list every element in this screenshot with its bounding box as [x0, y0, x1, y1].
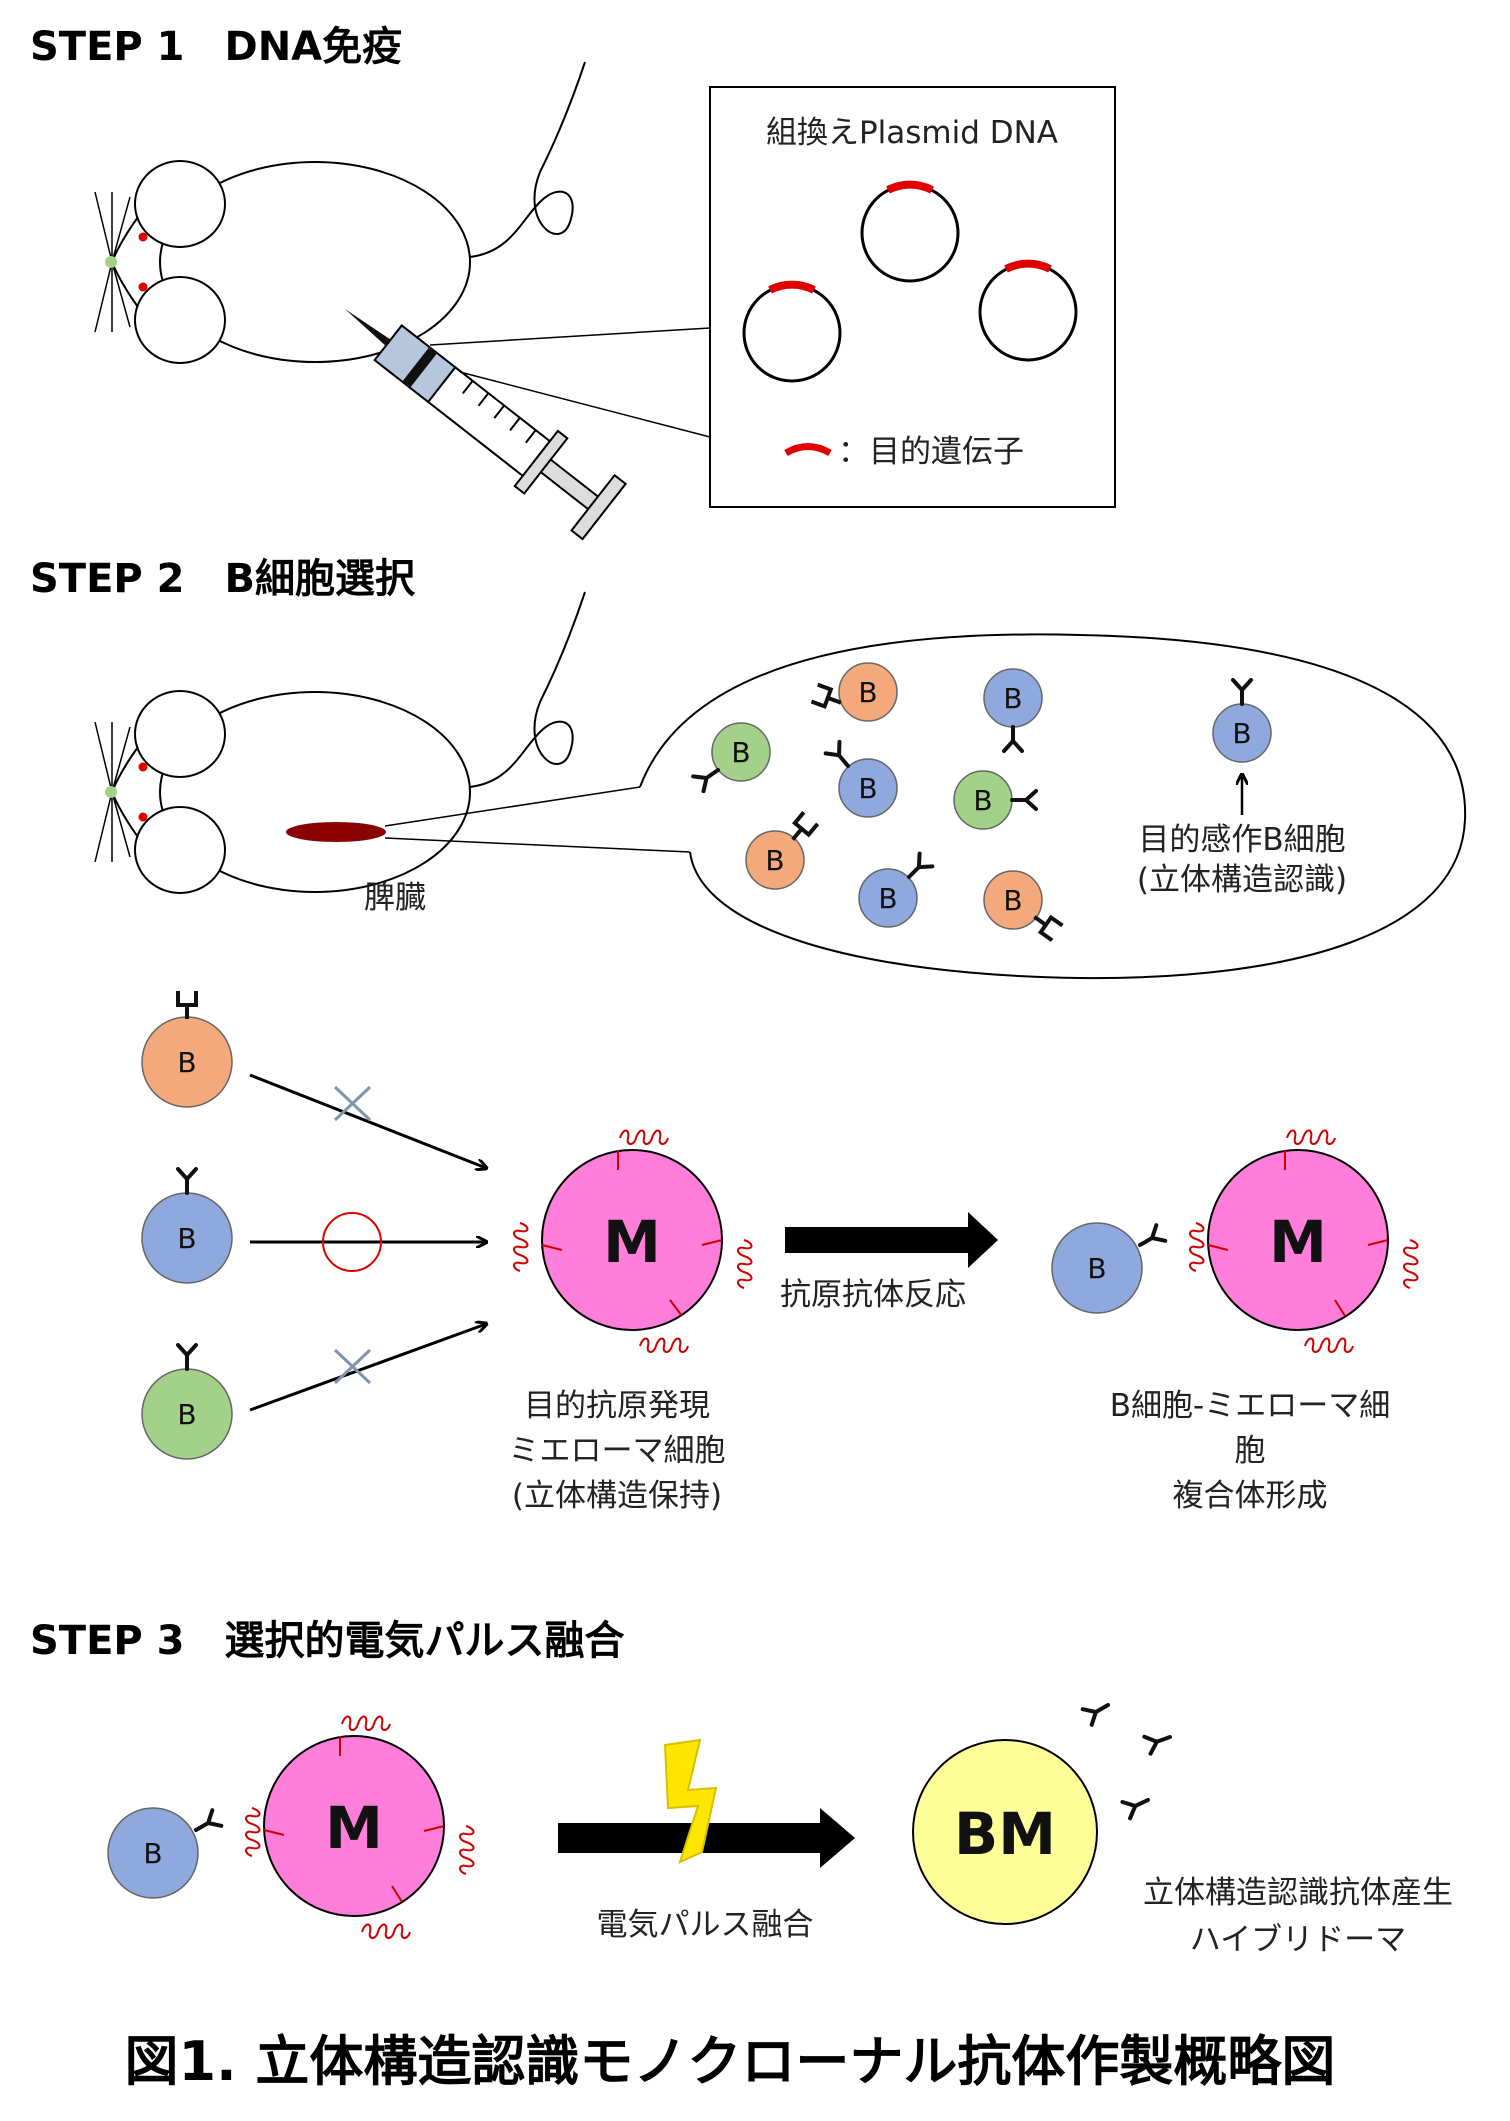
reaction-label: 抗原抗体反応 [780, 1277, 966, 1313]
myeloma-label-2: ミエローマ細胞 [509, 1433, 726, 1469]
step3-title: STEP 3 選択的電気パルス融合 [30, 1618, 625, 1664]
plasmid-icon [742, 280, 842, 383]
plasmid-icon [860, 180, 960, 283]
svg-text:B: B [1003, 884, 1022, 917]
b-myeloma-complex-step3: M B [107, 1715, 475, 1939]
mouse-step1 [94, 61, 586, 364]
syringe-icon [344, 308, 628, 541]
antibody-icon [1120, 1789, 1154, 1821]
target-gene-legend: ：目的遺伝子 [838, 434, 1024, 470]
complex-label-3: 複合体形成 [1173, 1478, 1328, 1514]
b-cell: B [858, 854, 932, 928]
step1-title: STEP 1 DNA免疫 [30, 24, 402, 70]
svg-text:B: B [1003, 682, 1022, 715]
b-cell-orange: B [141, 991, 233, 1108]
cross-mark-icon [333, 1085, 372, 1122]
svg-text:B: B [731, 736, 750, 769]
svg-text:B: B [858, 772, 877, 805]
svg-text:M: M [325, 1794, 383, 1862]
circle-mark-icon [322, 1212, 382, 1272]
arrow-orange-rejected [249, 1073, 486, 1168]
cross-mark-icon [333, 1348, 372, 1385]
b-cell: B [983, 870, 1063, 942]
svg-text:B: B [1087, 1252, 1106, 1285]
b-cell-green: B [141, 1343, 233, 1460]
plasmid-box [709, 86, 1116, 508]
spleen-label: 脾臓 [364, 880, 426, 916]
target-b-cell: B [1212, 678, 1272, 763]
zoom-bubble [639, 633, 1467, 980]
b-cell: B [691, 722, 771, 794]
target-cell-label-2: (立体構造認識) [1137, 862, 1347, 898]
svg-text:B: B [973, 784, 992, 817]
figure-caption: 図1. 立体構造認識モノクローナル抗体作製概略図 [125, 2030, 1336, 2093]
svg-text:M: M [1269, 1208, 1327, 1276]
target-cell-label-1: 目的感作B細胞 [1138, 822, 1345, 858]
svg-text:BM: BM [954, 1800, 1056, 1868]
b-cell: B [811, 662, 898, 722]
b-cell: B [745, 811, 819, 890]
spleen-icon [286, 822, 386, 842]
svg-text:B: B [177, 1046, 196, 1079]
myeloma-label-3: (立体構造保持) [512, 1478, 722, 1514]
lightning-icon [663, 1738, 718, 1864]
step2-title: STEP 2 B細胞選択 [30, 556, 416, 602]
svg-text:B: B [765, 844, 784, 877]
reaction-arrow [785, 1212, 998, 1268]
plasmid-box-title: 組換えPlasmid DNA [766, 115, 1058, 151]
svg-text:B: B [878, 882, 897, 915]
mouse-step2 [94, 591, 586, 894]
b-cell-blue: B [141, 1167, 233, 1284]
myeloma-cell: M [513, 1129, 753, 1353]
b-cell: B [823, 739, 898, 818]
svg-text:B: B [858, 676, 877, 709]
b-cell: B [983, 668, 1043, 753]
antibody-icon [1142, 1726, 1176, 1756]
complex-label-2: 胞 [1235, 1433, 1266, 1469]
b-myeloma-complex: M B [1051, 1129, 1419, 1353]
hybridoma-label-1: 立体構造認識抗体産生 [1143, 1875, 1453, 1911]
hybridoma-cell: BM [912, 1739, 1098, 1925]
svg-text:B: B [143, 1837, 162, 1870]
svg-text:B: B [177, 1398, 196, 1431]
plasmid-icon [978, 259, 1078, 362]
fusion-arrow [558, 1808, 855, 1868]
myeloma-label-1: 目的抗原発現 [524, 1388, 710, 1424]
complex-label-1: B細胞-ミエローマ細 [1110, 1388, 1390, 1424]
antibody-icon [1080, 1695, 1115, 1727]
svg-text:B: B [177, 1222, 196, 1255]
svg-text:M: M [603, 1208, 661, 1276]
arrow-green-rejected [249, 1324, 486, 1412]
fusion-label: 電気パルス融合 [597, 1907, 814, 1943]
target-gene-legend-icon [784, 443, 832, 457]
svg-text:B: B [1232, 717, 1251, 750]
hybridoma-label-2: ハイブリドーマ [1190, 1922, 1406, 1958]
b-cell: B [953, 770, 1038, 830]
